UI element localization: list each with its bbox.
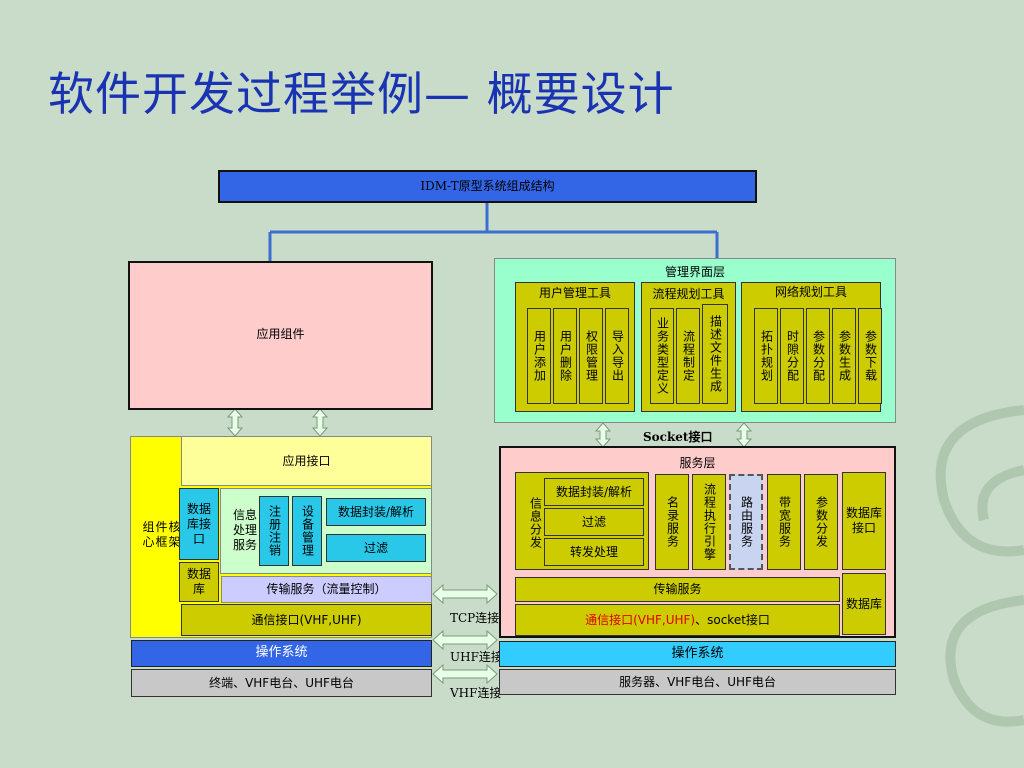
flow-tools-label: 流程规划工具	[652, 287, 725, 301]
tool-desc-gen: 描述文件生成	[702, 304, 728, 404]
param-distribution: 参数分发	[804, 474, 838, 570]
right-database: 数据库	[842, 573, 886, 635]
background-ornament	[935, 405, 1024, 727]
tcp-link-label: TCP连接	[450, 611, 500, 625]
left-hardware: 终端、VHF电台、UHF电台	[131, 669, 432, 697]
left-filter: 过滤	[326, 534, 426, 562]
flow-exec-engine: 流程执行引擎	[692, 474, 726, 570]
app-component-box: 应用组件	[128, 261, 433, 410]
uhf-link-label: UHF连接	[450, 650, 503, 664]
device-management: 设备管理	[292, 496, 322, 566]
mgmt-layer-label: 管理界面层	[664, 265, 725, 279]
right-comm-red: 通信接口(VHF,UHF)	[585, 612, 696, 627]
left-comm-interface: 通信接口(VHF,UHF)	[181, 604, 432, 636]
right-os: 操作系统	[499, 641, 896, 667]
left-database: 数据库	[179, 562, 219, 602]
tool-topology: 拓扑规划	[754, 308, 778, 404]
net-tools-label: 网络规划工具	[774, 285, 847, 299]
tool-flow-define: 流程制定	[676, 308, 700, 404]
tool-import-export: 导入导出	[605, 308, 629, 404]
component-core-framework: 组件核心框架	[142, 520, 182, 549]
user-tools-label: 用户管理工具	[538, 286, 611, 300]
tool-user-add: 用户添加	[527, 308, 551, 404]
right-transport-service: 传输服务	[515, 577, 840, 602]
tool-param-download: 参数下载	[858, 308, 882, 404]
tool-user-delete: 用户删除	[553, 308, 577, 404]
page-title: 软件开发过程举例— 概要设计	[48, 67, 675, 121]
info-processing-service: 信息处理服务	[232, 507, 257, 552]
bandwidth-service: 带宽服务	[767, 474, 801, 570]
tool-permission: 权限管理	[579, 308, 603, 404]
tool-timeslot: 时隙分配	[780, 308, 804, 404]
info-distribution: 信息分发	[528, 497, 543, 549]
vhf-link-label: VHF连接	[450, 686, 502, 700]
naming-service: 名录服务	[655, 474, 689, 570]
left-db-interface: 数据库接口	[179, 488, 219, 560]
left-transport-service: 传输服务（流量控制）	[221, 576, 432, 603]
tool-business-type: 业务类型定义	[650, 308, 674, 404]
left-pack-parse: 数据封装/解析	[326, 498, 426, 526]
right-pack-parse: 数据封装/解析	[544, 478, 644, 506]
tool-param-gen: 参数生成	[832, 308, 856, 404]
forward-processing: 转发处理	[544, 538, 644, 566]
right-comm-interface: 通信接口(VHF,UHF) 、socket接口	[515, 604, 840, 636]
app-interface: 应用接口	[181, 436, 432, 486]
left-os: 操作系统	[131, 640, 432, 667]
system-structure-header: IDM-T原型系统组成结构	[218, 170, 757, 203]
socket-interface-label: Socket接口	[643, 430, 713, 444]
tool-param-alloc: 参数分配	[806, 308, 830, 404]
service-layer-label: 服务层	[679, 456, 716, 470]
routing-service: 路由服务	[729, 474, 763, 570]
register-unregister: 注册注销	[259, 496, 289, 566]
right-comm-rest: 、socket接口	[695, 612, 770, 627]
right-db-interface: 数据库接口	[842, 472, 886, 570]
right-hardware: 服务器、VHF电台、UHF电台	[499, 669, 896, 695]
right-filter: 过滤	[544, 508, 644, 536]
